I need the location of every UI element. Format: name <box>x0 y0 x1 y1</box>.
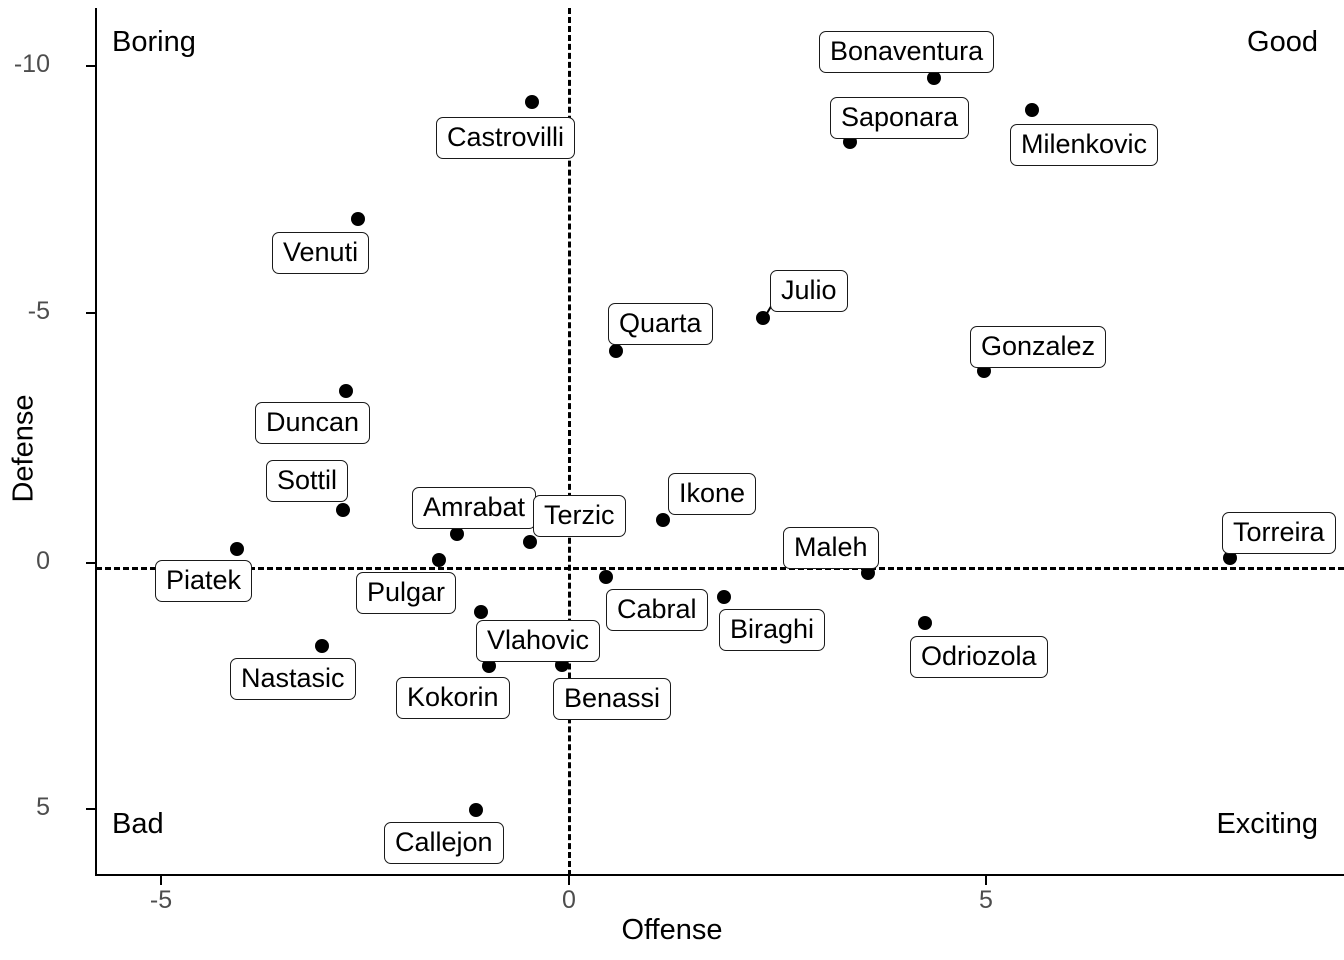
point-label: Callejon <box>384 822 504 864</box>
data-point[interactable] <box>525 95 539 109</box>
y-axis-tick <box>86 312 95 314</box>
x-axis-tick <box>985 876 987 885</box>
point-label: Amrabat <box>412 487 537 529</box>
point-label: Cabral <box>606 589 708 631</box>
y-axis-tick-label: -5 <box>27 297 50 325</box>
point-label: Duncan <box>255 402 371 444</box>
data-point[interactable] <box>927 71 941 85</box>
x-axis-title: Offense <box>621 914 723 946</box>
data-point[interactable] <box>339 384 353 398</box>
data-point[interactable] <box>609 344 623 358</box>
point-label: Julio <box>770 270 848 312</box>
point-label: Quarta <box>608 303 713 345</box>
y-axis-tick-label: -10 <box>13 50 50 78</box>
data-point[interactable] <box>656 513 670 527</box>
point-label: Castrovilli <box>436 117 576 159</box>
data-point[interactable] <box>450 527 464 541</box>
point-label: Venuti <box>272 232 370 274</box>
data-point[interactable] <box>717 590 731 604</box>
x-axis-tick <box>160 876 162 885</box>
data-point[interactable] <box>336 503 350 517</box>
point-label: Gonzalez <box>970 326 1107 368</box>
quadrant-label-top-left: Boring <box>112 26 196 58</box>
zero-offense-reference-line <box>568 8 571 876</box>
x-axis-tick <box>568 876 570 885</box>
point-label: Terzic <box>533 495 626 537</box>
x-axis-line <box>95 874 1344 876</box>
data-point[interactable] <box>230 542 244 556</box>
point-label: Odriozola <box>910 636 1048 678</box>
point-label: Milenkovic <box>1010 124 1159 166</box>
point-label: Kokorin <box>396 677 510 719</box>
point-label: Pulgar <box>356 572 457 614</box>
y-axis-tick <box>86 808 95 810</box>
data-point[interactable] <box>432 553 446 567</box>
point-label: Bonaventura <box>819 31 995 73</box>
point-label: Vlahovic <box>476 620 601 662</box>
y-axis-title: Defense <box>7 394 40 503</box>
y-axis-tick-label: 0 <box>36 547 50 575</box>
zero-defense-reference-line <box>96 567 1344 570</box>
point-label: Biraghi <box>719 609 826 651</box>
data-point[interactable] <box>918 616 932 630</box>
quadrant-label-top-right: Good <box>1247 26 1318 58</box>
data-point[interactable] <box>315 639 329 653</box>
y-axis-tick <box>86 65 95 67</box>
x-axis-tick-label: 5 <box>979 886 993 914</box>
data-point[interactable] <box>523 535 537 549</box>
point-label: Maleh <box>783 527 879 569</box>
point-label: Torreira <box>1222 512 1336 554</box>
quadrant-label-bottom-right: Exciting <box>1216 808 1318 840</box>
data-point[interactable] <box>469 803 483 817</box>
x-axis-tick-label: 0 <box>562 886 576 914</box>
point-label: Sottil <box>266 460 349 502</box>
data-point[interactable] <box>599 570 613 584</box>
y-axis-line <box>95 8 97 876</box>
quadrant-label-bottom-left: Bad <box>112 808 164 840</box>
point-label: Nastasic <box>230 658 356 700</box>
data-point[interactable] <box>1223 551 1237 565</box>
data-point[interactable] <box>474 605 488 619</box>
point-label: Piatek <box>155 560 253 602</box>
data-point[interactable] <box>482 659 496 673</box>
x-axis-tick-label: -5 <box>149 886 173 914</box>
y-axis-tick <box>86 562 95 564</box>
data-point[interactable] <box>1025 103 1039 117</box>
data-point[interactable] <box>861 566 875 580</box>
point-label: Benassi <box>553 678 672 720</box>
point-label: Ikone <box>668 473 757 515</box>
point-label: Saponara <box>830 97 970 139</box>
y-axis-tick-label: 5 <box>36 793 50 821</box>
data-point[interactable] <box>351 212 365 226</box>
